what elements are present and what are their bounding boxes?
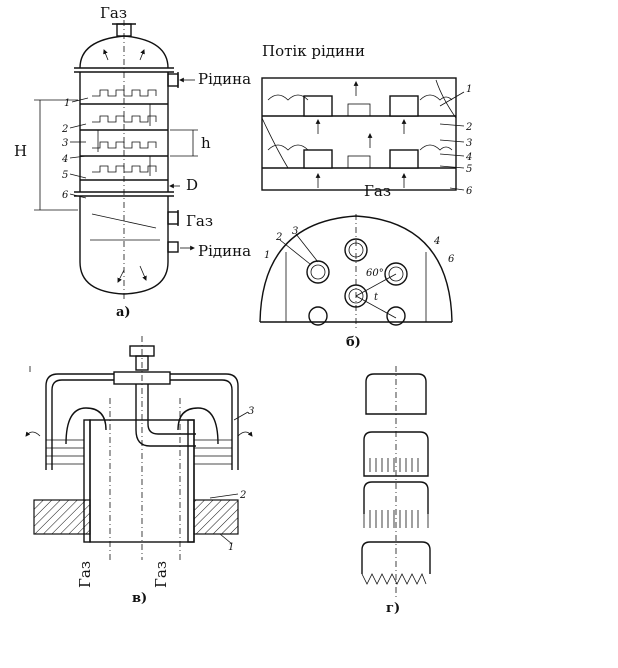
panel-g-cap-edges (361, 366, 431, 600)
panel-b-tray (261, 77, 465, 191)
b-num-2: 2 (465, 122, 472, 133)
b-num-1: 1 (466, 84, 472, 95)
b-gas-label: Газ (364, 182, 391, 200)
v-gas-right-label: Газ (152, 561, 170, 588)
b-plan-num-2: 2 (275, 232, 282, 243)
b-num-5: 5 (466, 164, 472, 175)
a-gas-top-label: Газ (100, 4, 127, 22)
a-num-4: 4 (61, 154, 68, 165)
b-pitch-label: t (374, 292, 379, 303)
b-plan-num-6: 6 (448, 254, 455, 265)
b-plan-num-4: 4 (433, 236, 440, 247)
a-num-3: 3 (62, 138, 68, 149)
b-caption: б) (346, 335, 361, 350)
a-gas-in-label: Газ (186, 212, 213, 230)
a-liquid-out-label: Рідина (198, 242, 251, 260)
a-num-2: 2 (61, 124, 68, 135)
v-num-3: 3 (248, 406, 254, 417)
v-num-1: 1 (228, 542, 234, 553)
b-angle-label: 60° (366, 268, 384, 279)
a-num-6: 6 (62, 190, 69, 201)
a-liquid-in-label: Рідина (198, 70, 251, 88)
a-D-label: D (186, 176, 198, 194)
v-caption: в) (132, 591, 147, 606)
a-num-5: 5 (62, 170, 68, 181)
b-num-3: 3 (466, 138, 472, 149)
a-h-label: h (201, 134, 211, 152)
a-caption: а) (116, 305, 131, 320)
v-num-2: 2 (239, 490, 246, 501)
panel-a-column (34, 20, 198, 300)
b-plan-num-3: 3 (292, 226, 298, 237)
panel-v-cap-section (25, 336, 253, 560)
b-plan-num-1: 1 (264, 250, 270, 261)
a-H-label: Н (14, 142, 27, 160)
g-caption: г) (386, 601, 400, 616)
b-title: Потік рідини (262, 42, 365, 60)
a-num-1: 1 (64, 98, 70, 109)
panel-b-plan (259, 214, 453, 330)
v-gas-left-label: Газ (76, 561, 94, 588)
b-num-6: 6 (466, 186, 473, 197)
b-num-4: 4 (465, 152, 472, 163)
